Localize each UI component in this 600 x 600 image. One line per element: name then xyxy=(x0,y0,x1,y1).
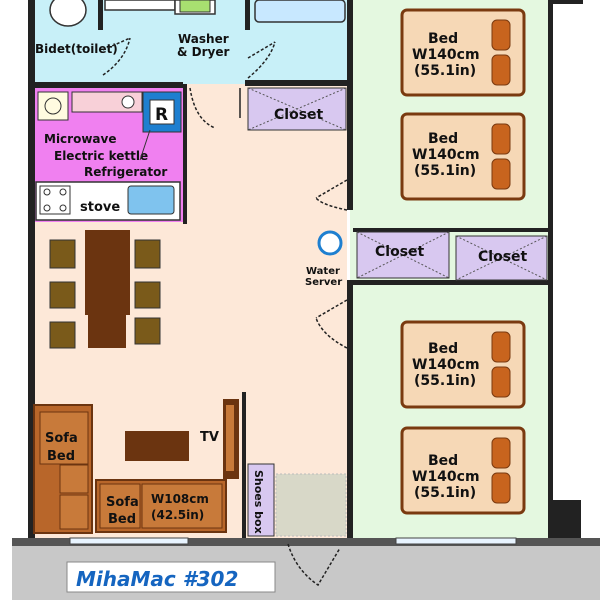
closet-right-label: Closet xyxy=(478,249,528,265)
sofa-bed-bottom-label-2: Bed xyxy=(108,512,136,527)
bed-3-label-3: (55.1in) xyxy=(414,373,476,389)
bed-4 xyxy=(400,426,526,515)
sofa-bed-bottom-size-1: W108cm xyxy=(151,492,209,506)
right-column xyxy=(553,500,581,538)
refrigerator-mark-bg xyxy=(149,99,175,125)
chair-left-3 xyxy=(49,321,76,349)
bed-2 xyxy=(400,112,526,201)
stove-burner-2 xyxy=(59,188,67,196)
bathroom-wall xyxy=(35,82,183,88)
sofa-bed-left-label-1: Sofa xyxy=(45,431,78,446)
closet-top xyxy=(247,87,347,131)
bedroom-divider-wall-2 xyxy=(347,280,353,538)
sofa-bed-bottom-size-2: (42.5in) xyxy=(151,508,204,522)
kettle-label: Electric kettle xyxy=(54,149,148,163)
bed-2-label-1: Bed xyxy=(428,131,458,147)
sofa-bed-left-label-2: Bed xyxy=(47,449,75,464)
bed-3 xyxy=(400,320,526,409)
chair-right-3 xyxy=(134,317,161,345)
washer-wall xyxy=(245,0,250,30)
shoes-box-label: Shoes box xyxy=(252,470,265,534)
stove-burner-1 xyxy=(43,188,51,196)
stove-burner-4 xyxy=(59,204,67,212)
room-name-badge xyxy=(66,561,276,593)
bed-4-label-1: Bed xyxy=(428,453,458,469)
water-server-icon xyxy=(317,230,343,256)
microwave-turntable xyxy=(44,97,62,115)
chair-left-1 xyxy=(49,239,76,269)
right-wall-top xyxy=(553,0,583,4)
water-server-label-1: Water xyxy=(306,266,340,277)
bathtub xyxy=(254,0,346,23)
bidet-label: Bidet(toilet) xyxy=(35,42,118,56)
stove-label: stove xyxy=(80,200,120,215)
bed-1-label-2: W140cm xyxy=(412,47,480,63)
closet-middle-label: Closet xyxy=(375,244,425,260)
entrance-door-swing xyxy=(287,543,341,587)
coffee-table xyxy=(125,431,189,461)
microwave xyxy=(37,91,69,121)
water-server-label-2: Server xyxy=(305,277,342,288)
bed-1 xyxy=(400,8,526,97)
refrigerator-pointer xyxy=(139,129,151,161)
washer-panel xyxy=(179,0,211,13)
right-wall xyxy=(548,0,553,538)
room-name: MihaMac #302 xyxy=(76,567,238,591)
kitchen-right-wall xyxy=(183,84,187,224)
closet-top-label: Closet xyxy=(274,107,324,123)
window-left xyxy=(69,537,189,545)
living-door-swing-upper xyxy=(315,179,348,211)
kitchen-sink xyxy=(127,185,175,215)
electric-kettle xyxy=(121,95,135,109)
sofa-bed-left xyxy=(33,404,93,534)
washer-label-1: Washer xyxy=(178,32,229,46)
sofa-bed-bottom xyxy=(95,479,227,533)
chair-right-2 xyxy=(134,281,161,309)
closet-wall-2 xyxy=(353,228,548,232)
living-entry-wall xyxy=(242,392,246,538)
washer-door-swing xyxy=(247,41,276,79)
shoes-box xyxy=(247,463,275,537)
left-wall xyxy=(28,0,35,538)
tv-screen xyxy=(226,405,234,471)
stove-burner-box xyxy=(39,185,71,215)
dining-table-end xyxy=(88,315,126,348)
closet-wall xyxy=(347,280,548,285)
refrigerator-mark: R xyxy=(155,105,168,125)
bath-door-swing xyxy=(189,87,216,129)
stove-burner-3 xyxy=(43,204,51,212)
bed-4-label-2: W140cm xyxy=(412,469,480,485)
bed-1-label-1: Bed xyxy=(428,31,458,47)
dining-table xyxy=(85,230,130,315)
closet-right xyxy=(455,235,548,281)
sink-counter xyxy=(104,0,176,11)
bed-3-label-1: Bed xyxy=(428,341,458,357)
washer-label-2: & Dryer xyxy=(177,45,229,59)
living-door-swing-lower xyxy=(315,299,348,349)
closet-middle xyxy=(356,231,450,279)
bed-4-label-3: (55.1in) xyxy=(414,485,476,501)
toilet-bowl xyxy=(49,0,87,27)
sofa-bed-bottom-label-1: Sofa xyxy=(106,495,139,510)
toilet-wall xyxy=(98,0,103,30)
bed-2-label-2: W140cm xyxy=(412,147,480,163)
bedroom-divider-wall xyxy=(347,0,353,210)
dining-chairs xyxy=(49,239,161,349)
bed-3-label-2: W140cm xyxy=(412,357,480,373)
bed-1-label-3: (55.1in) xyxy=(414,63,476,79)
window-right xyxy=(395,537,517,545)
entrance-mat xyxy=(275,473,347,537)
microwave-label: Microwave xyxy=(44,132,116,146)
refrigerator-label: Refrigerator xyxy=(84,165,167,179)
chair-left-2 xyxy=(49,281,76,309)
chair-right-1 xyxy=(134,239,161,269)
bed-2-label-3: (55.1in) xyxy=(414,163,476,179)
balcony-ledge xyxy=(12,538,600,546)
bathroom-wall-2 xyxy=(245,80,347,86)
tv-label: TV xyxy=(200,430,219,445)
